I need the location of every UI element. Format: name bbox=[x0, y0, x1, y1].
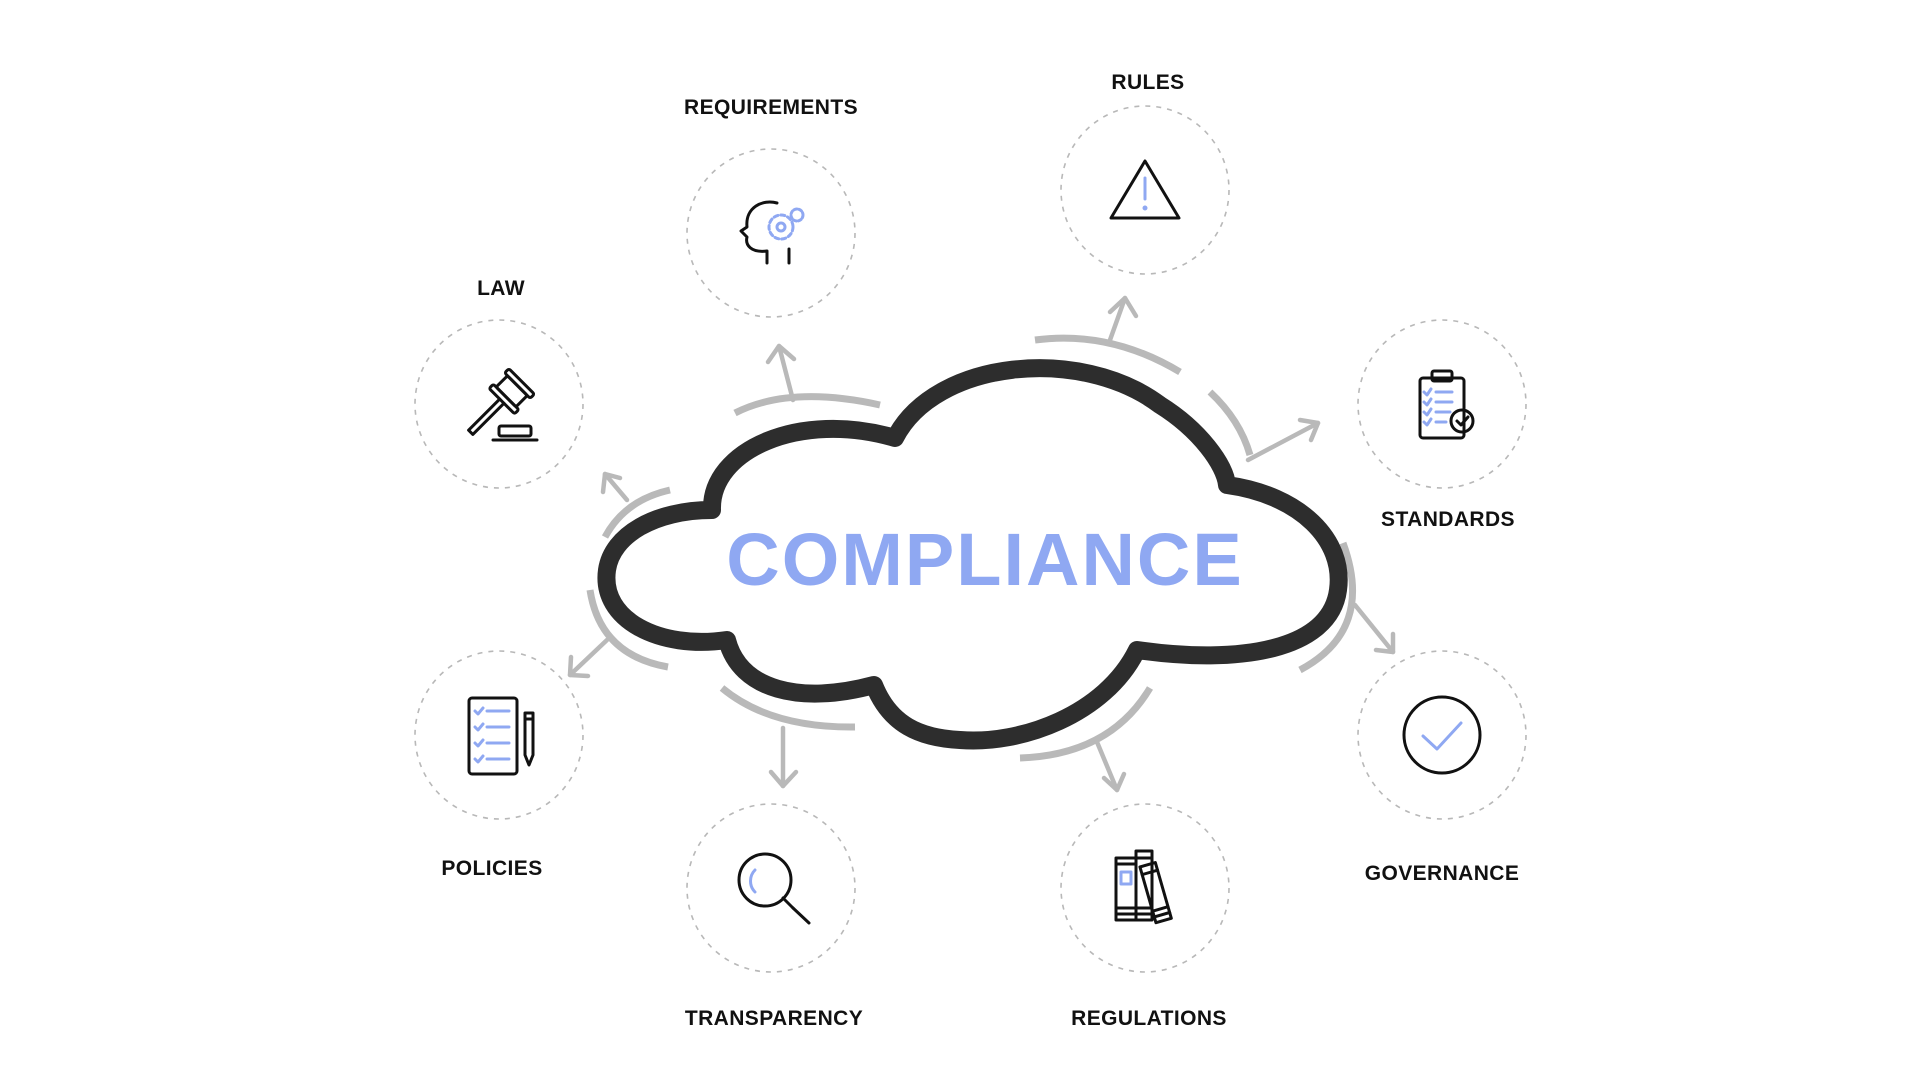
node-regulations: REGULATIONS bbox=[1060, 803, 1230, 1030]
node-policies: POLICIES bbox=[414, 650, 584, 880]
node-law: LAW bbox=[414, 277, 584, 489]
node-governance: GOVERNANCE bbox=[1357, 650, 1527, 885]
deco-arc-law bbox=[601, 486, 671, 539]
node-ring-rules bbox=[1060, 105, 1230, 275]
deco-arc-requirements bbox=[733, 393, 881, 417]
node-ring-law bbox=[414, 319, 584, 489]
node-standards: STANDARDS bbox=[1357, 319, 1527, 531]
node-label-rules: RULES bbox=[1111, 71, 1184, 94]
node-label-governance: GOVERNANCE bbox=[1365, 862, 1520, 885]
node-label-standards: STANDARDS bbox=[1381, 508, 1515, 531]
deco-arc-regulations bbox=[1019, 686, 1154, 762]
node-transparency: TRANSPARENCY bbox=[685, 803, 863, 1030]
arrow-governance bbox=[1352, 602, 1396, 655]
arrow-requirements bbox=[765, 343, 797, 403]
node-rules: RULES bbox=[1060, 71, 1230, 275]
document-pencil-icon bbox=[467, 696, 535, 776]
head-gears-icon bbox=[739, 200, 805, 265]
center-title: COMPLIANCE bbox=[726, 518, 1243, 601]
gavel-icon bbox=[467, 367, 539, 442]
node-label-requirements: REQUIREMENTS bbox=[684, 96, 858, 119]
arrow-law bbox=[600, 471, 630, 503]
node-ring-policies bbox=[414, 650, 584, 820]
clipboard-checklist-icon bbox=[1418, 369, 1475, 440]
node-label-policies: POLICIES bbox=[441, 857, 542, 880]
arrow-regulations bbox=[1094, 739, 1127, 793]
node-label-regulations: REGULATIONS bbox=[1071, 1007, 1227, 1030]
node-ring-regulations bbox=[1060, 803, 1230, 973]
arrow-rules bbox=[1107, 295, 1139, 343]
decorations bbox=[567, 295, 1396, 793]
warning-triangle-icon bbox=[1109, 159, 1181, 220]
deco-arc-transparency bbox=[719, 685, 856, 731]
node-ring-governance bbox=[1357, 650, 1527, 820]
arrow-standards bbox=[1245, 417, 1321, 463]
check-circle-icon bbox=[1402, 695, 1482, 775]
magnifier-icon bbox=[737, 852, 811, 925]
deco-arc-governance bbox=[1298, 541, 1357, 674]
node-label-transparency: TRANSPARENCY bbox=[685, 1007, 863, 1030]
deco-arc-policies bbox=[586, 589, 669, 671]
cloud-shape bbox=[597, 359, 1348, 750]
node-ring-transparency bbox=[686, 803, 856, 973]
compliance-cloud: COMPLIANCE bbox=[597, 359, 1348, 750]
arrow-transparency bbox=[768, 725, 799, 789]
deco-arc-standards bbox=[1207, 389, 1254, 457]
deco-arc-rules bbox=[1034, 334, 1182, 376]
node-ring-requirements bbox=[686, 148, 856, 318]
books-icon bbox=[1114, 849, 1173, 925]
arrow-policies bbox=[567, 637, 610, 679]
node-ring-standards bbox=[1357, 319, 1527, 489]
node-requirements: REQUIREMENTS bbox=[684, 96, 858, 318]
node-label-law: LAW bbox=[477, 277, 525, 300]
